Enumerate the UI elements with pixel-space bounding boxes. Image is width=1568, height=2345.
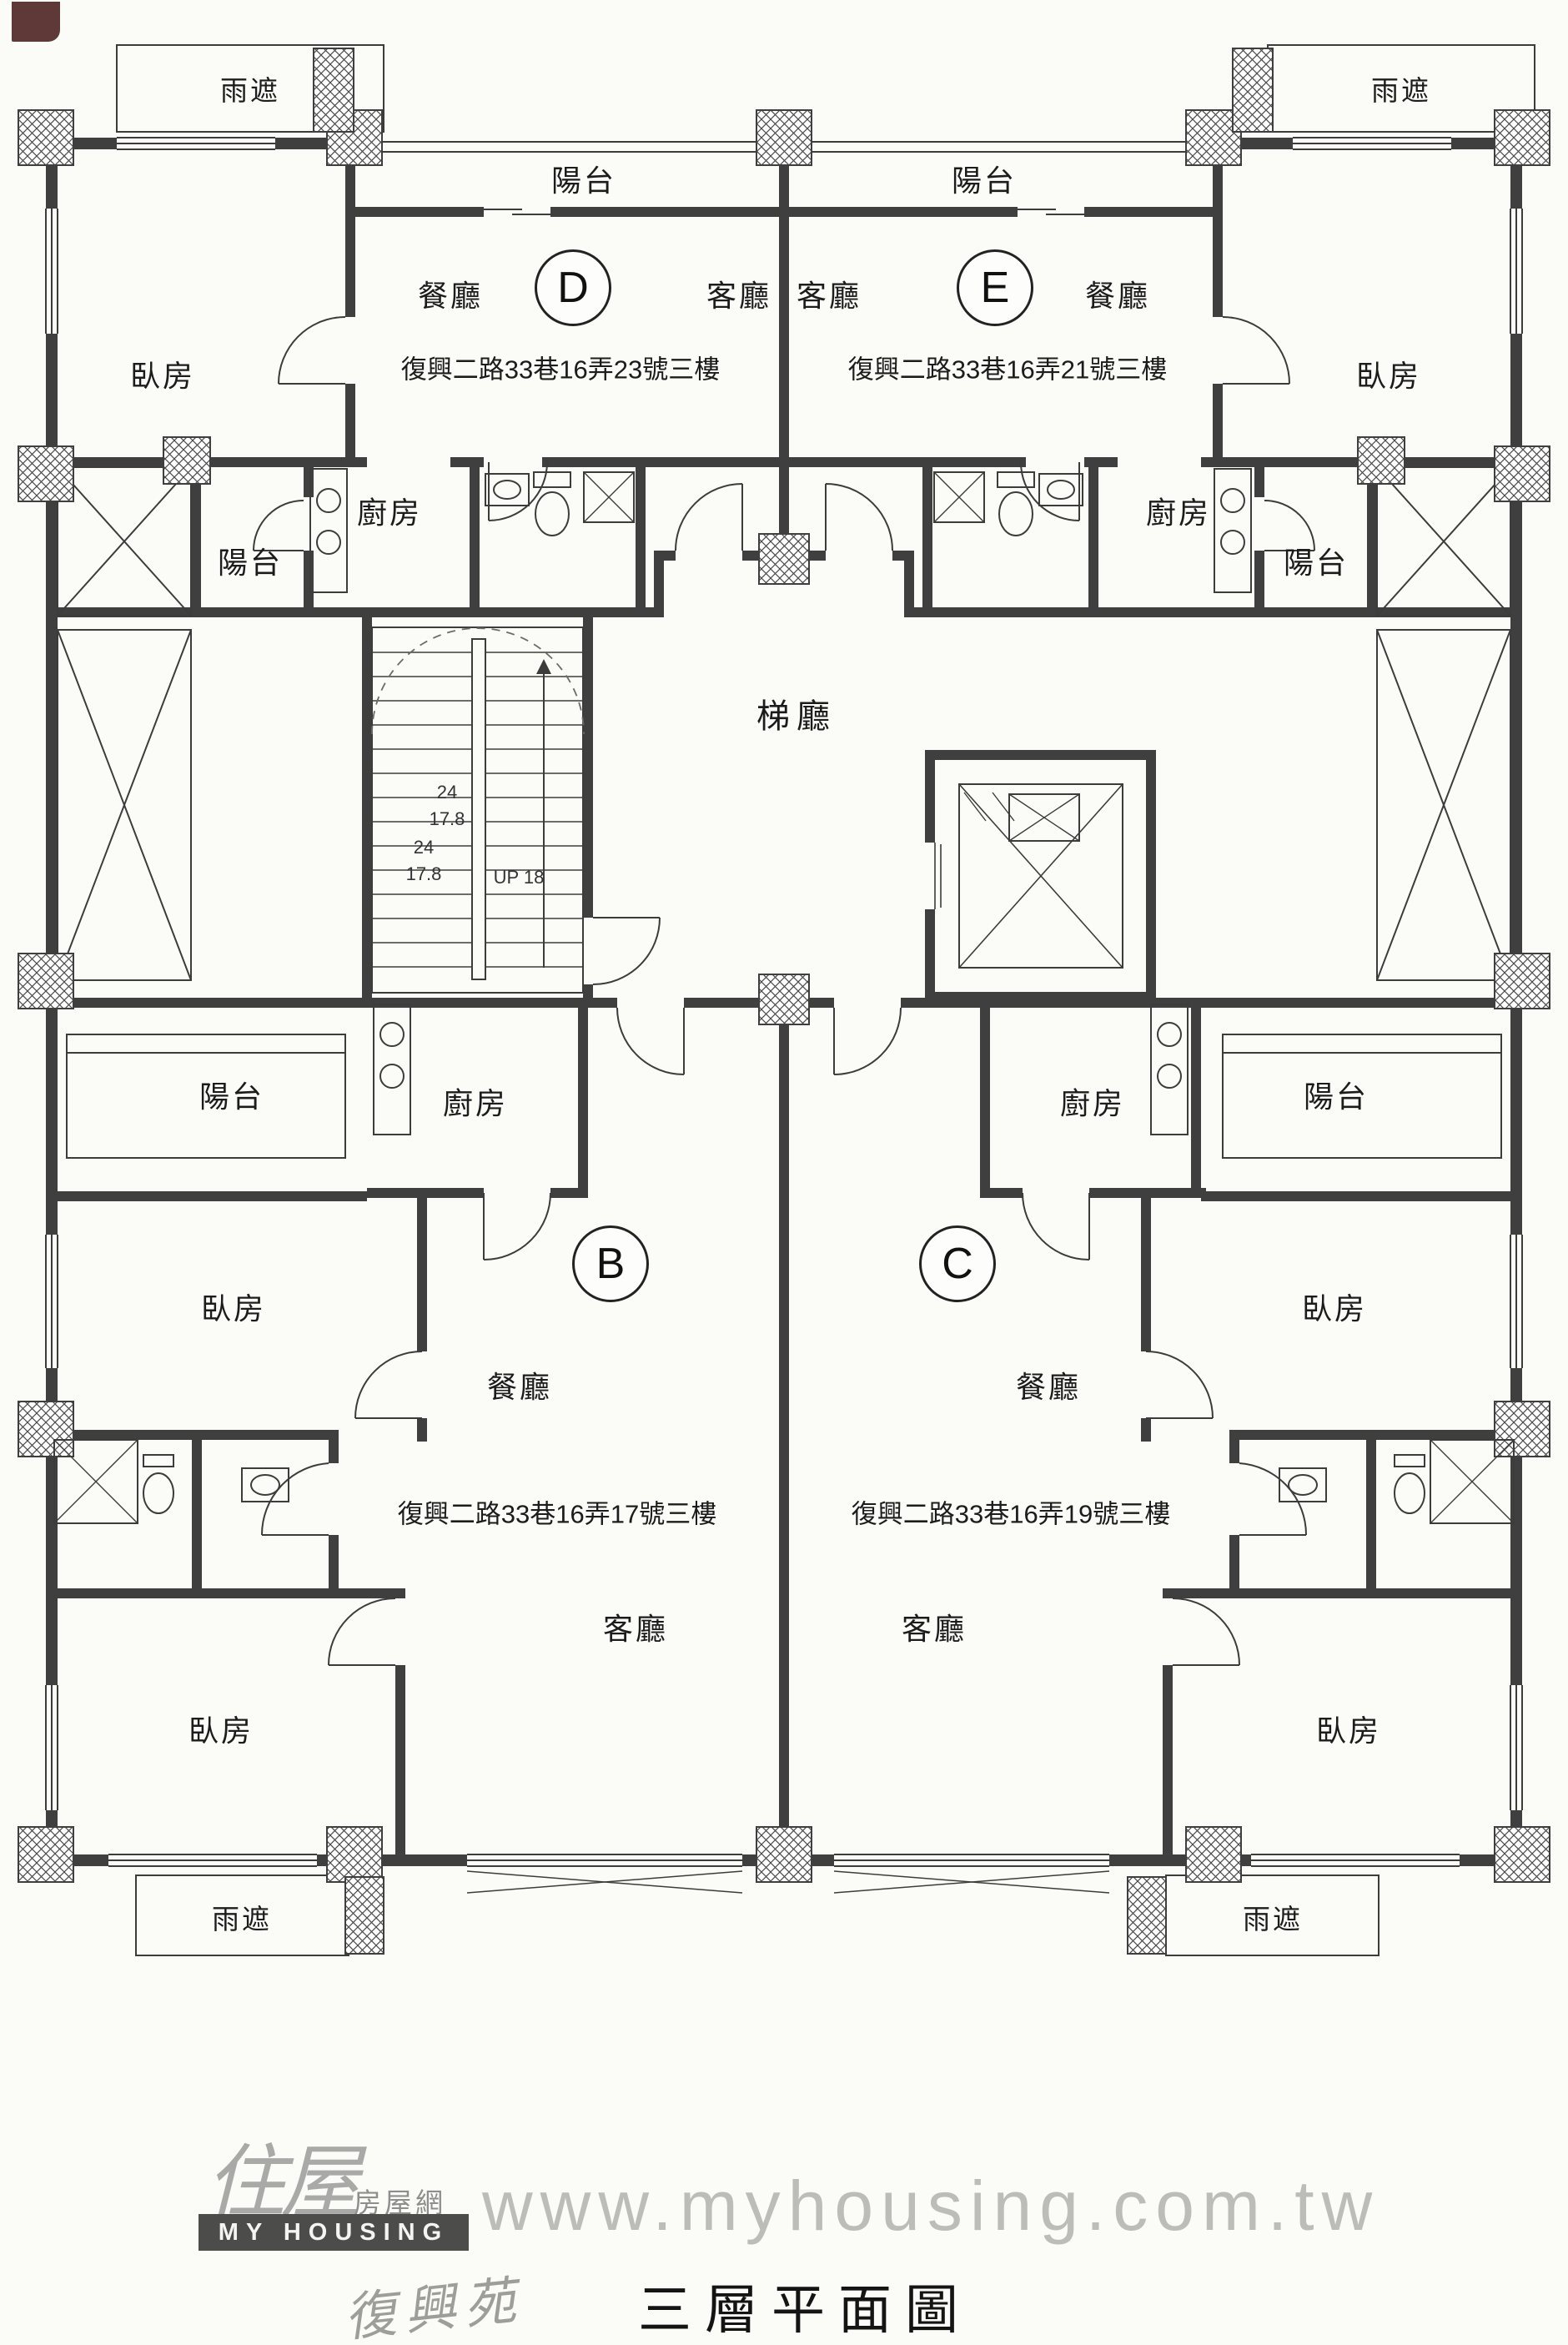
sliding-door — [1018, 209, 1084, 215]
door-arc — [488, 461, 548, 521]
label-living-b: 客廳 — [602, 1612, 669, 1646]
label-balcony-side-e: 陽台 — [1283, 546, 1349, 580]
windows — [45, 137, 1523, 1867]
myhousing-logo: 住屋 房屋網 MY HOUSING — [199, 2132, 474, 2256]
door-arc — [1145, 1351, 1214, 1419]
stair-rise-b: 17.8 — [405, 863, 442, 884]
door-arc — [260, 1462, 329, 1536]
logo-brand-cjk: 住屋 — [205, 2136, 360, 2229]
bath-fixtures — [53, 471, 1515, 1524]
sliding-door — [484, 209, 550, 215]
stair-rise-a: 17.8 — [429, 808, 465, 829]
door-arc — [328, 1598, 396, 1666]
stair-count-a: 24 — [436, 782, 458, 803]
elevator — [934, 783, 1123, 969]
label-canopy-top-left: 雨遮 — [220, 75, 280, 106]
unit-circle-d: D — [535, 249, 611, 326]
door-arc — [354, 1351, 423, 1419]
label-bedroom-c-bot: 臥房 — [1315, 1713, 1382, 1748]
scan-smudge — [12, 2, 60, 42]
address-unit-c: 復興二路33巷16弄19號三樓 — [851, 1499, 1171, 1529]
label-bedroom-b-mid: 臥房 — [200, 1291, 267, 1326]
label-balcony-top-e: 陽台 — [951, 164, 1018, 198]
label-dining-d: 餐廳 — [417, 279, 484, 313]
label-balcony-c: 陽台 — [1303, 1079, 1369, 1114]
watermark-url: www.myhousing.com.tw — [482, 2166, 1380, 2245]
plan-title: 三層平面圖 — [638, 2280, 972, 2340]
label-kitchen-b: 廚房 — [442, 1086, 509, 1120]
label-balcony-b: 陽台 — [199, 1079, 265, 1114]
door-arc — [825, 483, 893, 551]
door-arc — [592, 917, 661, 985]
door-swings — [253, 209, 1315, 1666]
label-living-c: 客廳 — [901, 1612, 967, 1646]
door-arc — [1020, 461, 1080, 521]
address-unit-b: 復興二路33巷16弄17號三樓 — [397, 1499, 717, 1529]
label-stair-hall: 梯廳 — [756, 698, 837, 735]
door-arc — [278, 316, 346, 385]
door-arc — [1222, 316, 1290, 385]
label-bedroom-c-mid: 臥房 — [1301, 1291, 1368, 1326]
logo-site-cjk: 房屋網 — [354, 2187, 446, 2218]
label-bedroom-b-bot: 臥房 — [188, 1713, 254, 1748]
label-dining-b: 餐廳 — [486, 1370, 553, 1404]
stair-up-label: UP 18 — [493, 867, 545, 888]
door-arc — [253, 500, 304, 551]
address-unit-e: 復興二路33巷16弄21號三樓 — [847, 355, 1168, 385]
label-dining-e: 餐廳 — [1084, 279, 1151, 313]
unit-circle-c: C — [919, 1225, 996, 1302]
door-arc — [1239, 1462, 1308, 1536]
structural-columns — [18, 48, 1550, 1955]
label-dining-c: 餐廳 — [1015, 1370, 1082, 1404]
door-arc — [1022, 1192, 1090, 1261]
door-arc — [616, 1007, 685, 1075]
label-living-e: 客廳 — [796, 279, 862, 313]
label-kitchen-e: 廚房 — [1145, 496, 1212, 530]
label-balcony-side-d: 陽台 — [217, 546, 284, 580]
unit-circle-b: B — [572, 1225, 649, 1302]
logo-brand-en: MY HOUSING — [199, 2214, 469, 2251]
unit-circle-e: E — [957, 249, 1033, 326]
label-canopy-bottom-left: 雨遮 — [212, 1904, 272, 1935]
label-canopy-bottom-right: 雨遮 — [1243, 1904, 1303, 1935]
label-balcony-top-d: 陽台 — [550, 164, 617, 198]
door-arc — [1172, 1598, 1240, 1666]
door-arc — [483, 1192, 551, 1261]
label-kitchen-d: 廚房 — [356, 496, 423, 530]
label-canopy-top-right: 雨遮 — [1371, 75, 1431, 106]
stairs — [371, 627, 585, 994]
door-arc — [675, 483, 743, 551]
address-unit-d: 復興二路33巷16弄23號三樓 — [400, 355, 721, 385]
door-arc — [833, 1007, 902, 1075]
stair-count-b: 24 — [413, 837, 435, 858]
door-arc — [1264, 500, 1315, 551]
label-bedroom-e: 臥房 — [1355, 359, 1422, 393]
label-kitchen-c: 廚房 — [1059, 1086, 1126, 1120]
label-bedroom-d: 臥房 — [129, 359, 196, 393]
label-living-d: 客廳 — [706, 279, 772, 313]
